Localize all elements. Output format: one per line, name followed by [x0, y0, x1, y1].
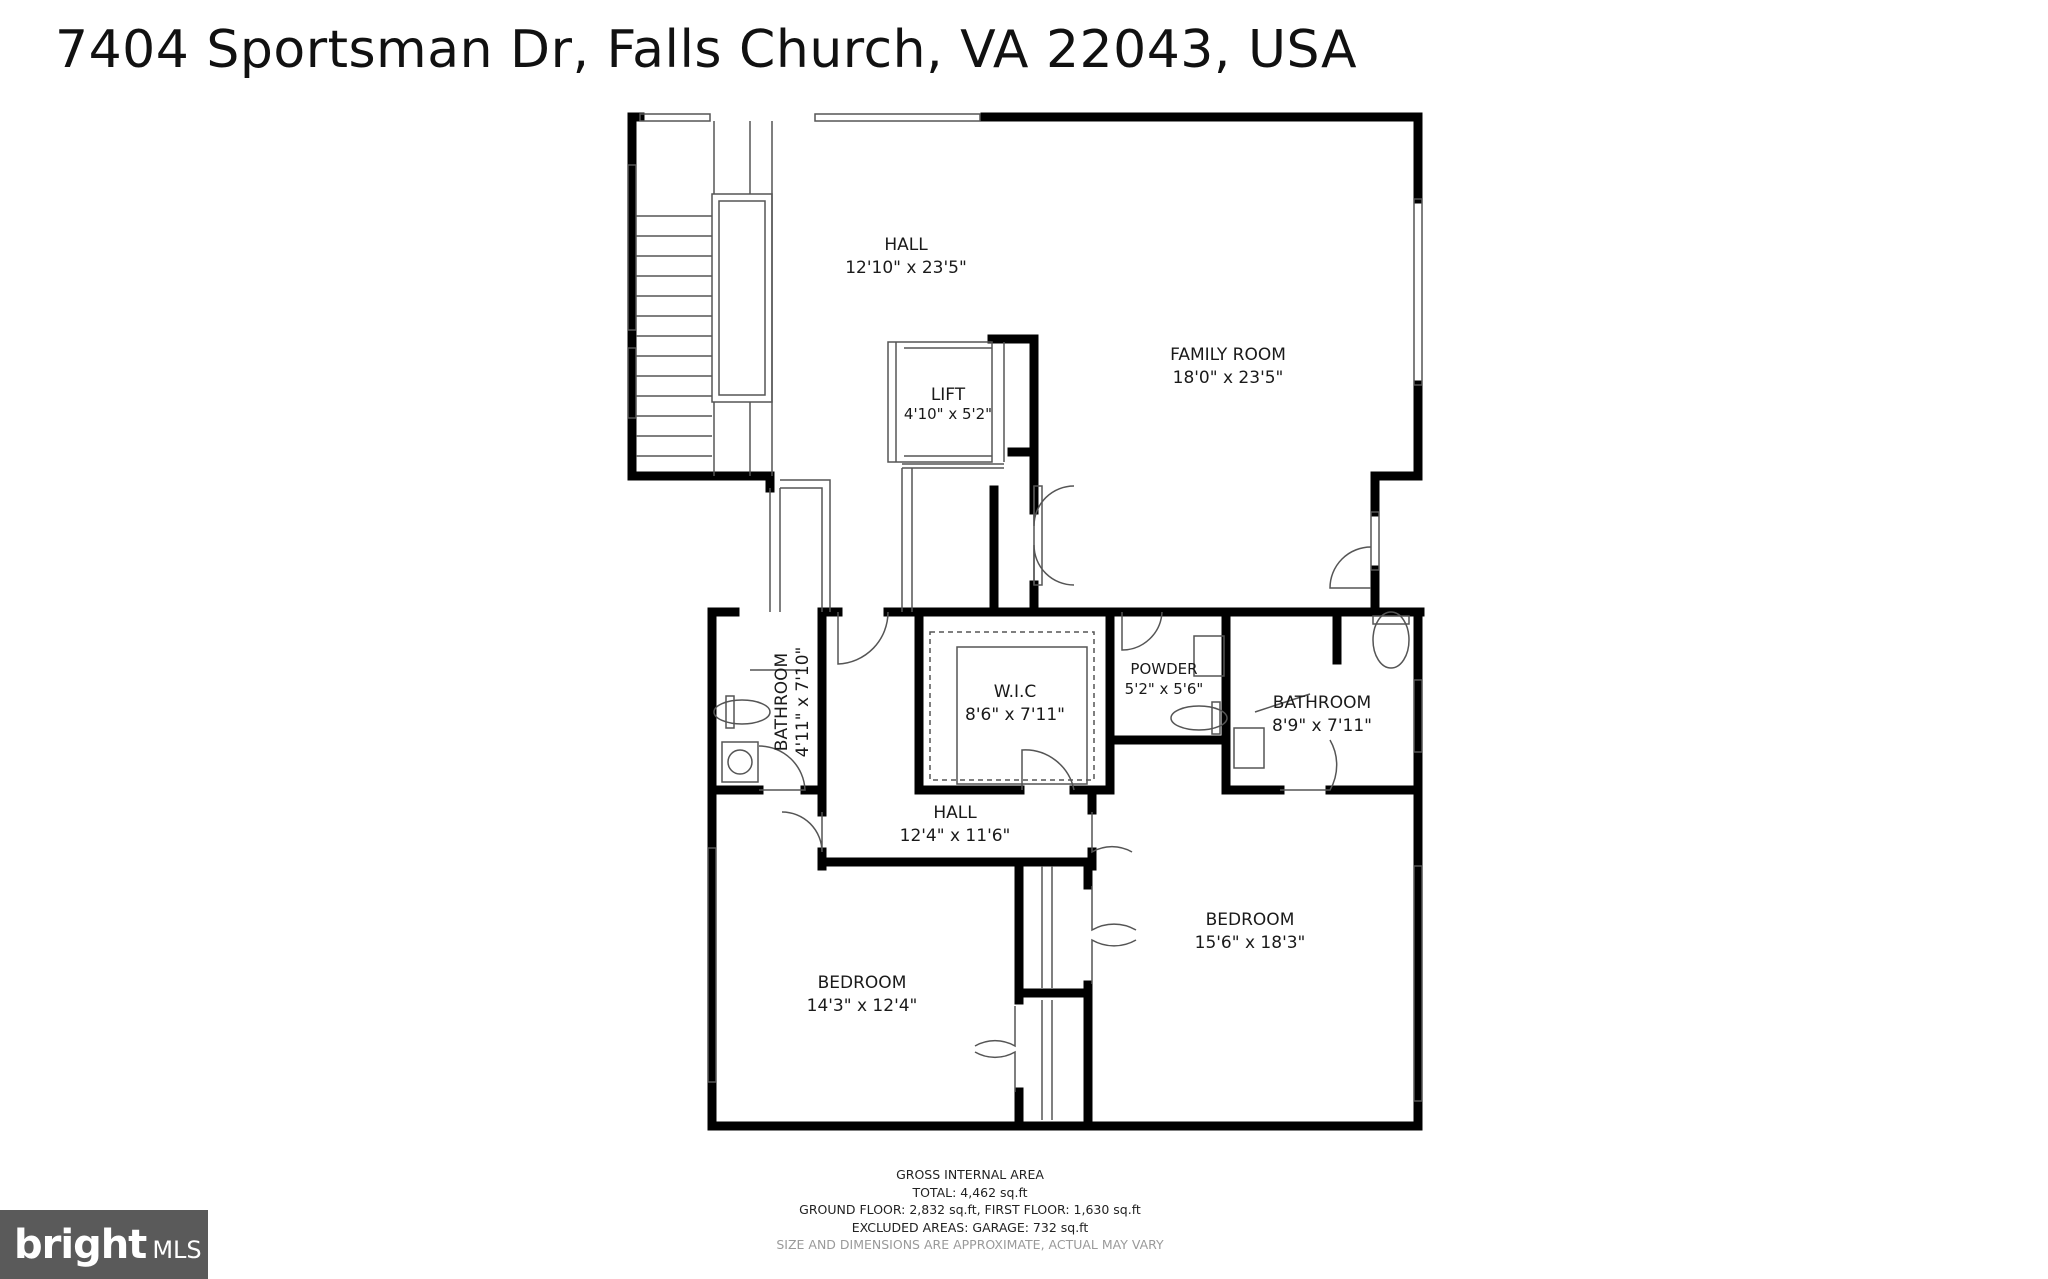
- toilet-powder: [1170, 705, 1228, 731]
- room-label: BATHROOM: [1273, 693, 1371, 713]
- door-bedroom-right: [1091, 812, 1133, 854]
- logo-suffix: MLS: [152, 1235, 202, 1264]
- wic-wall: [914, 607, 1025, 795]
- area-total: TOTAL: 4,462 sq.ft: [912, 1184, 1028, 1200]
- upper-left-wall: [627, 113, 775, 493]
- room-label: BEDROOM: [1206, 910, 1295, 930]
- door-family-right: [1329, 546, 1372, 589]
- window-stair-left-b: [627, 347, 637, 419]
- door-closet-right-a: [1091, 886, 1137, 932]
- passage-line-d: [780, 487, 823, 612]
- room-labels: HALL 12'10" x 23'5" FAMILY ROOM 18'0" x …: [772, 235, 1372, 1016]
- door-closet-upper-b: [1033, 544, 1075, 586]
- room-label: BEDROOM: [818, 973, 907, 993]
- stair-rail: [711, 193, 773, 403]
- lift-wall: [987, 334, 1039, 457]
- room-dims: 8'9" x 7'11": [1272, 716, 1372, 736]
- room-label: BATHROOM: [772, 653, 792, 751]
- walls: [627, 112, 1425, 1131]
- window-family-right: [1413, 198, 1423, 386]
- passage-line-c: [780, 479, 831, 612]
- room-label: W.I.C: [994, 682, 1037, 702]
- door-wic: [1021, 749, 1075, 791]
- thin-lines: [627, 113, 1423, 1120]
- room-dims: 12'4" x 11'6": [900, 826, 1011, 846]
- sink-left: [721, 741, 759, 783]
- window-bedroom-left: [707, 847, 717, 1083]
- stair-rail-inner: [718, 200, 766, 396]
- door-closet-left-b: [974, 1050, 1016, 1092]
- door-bedroom-left: [781, 811, 823, 853]
- toilet-left: [713, 699, 771, 725]
- window-top-center: [814, 113, 981, 122]
- room-dims: 18'0" x 23'5": [1173, 368, 1284, 388]
- door-right-bath: [1280, 739, 1338, 791]
- room-label: LIFT: [931, 385, 966, 405]
- door-powder: [1121, 611, 1163, 651]
- room-dims: 15'6" x 18'3": [1195, 933, 1306, 953]
- room-dims: 14'3" x 12'4": [807, 996, 918, 1016]
- door-left-bath: [758, 745, 806, 791]
- area-disclaimer: SIZE AND DIMENSIONS ARE APPROXIMATE, ACT…: [776, 1237, 1164, 1252]
- window-bedroom-right: [1413, 865, 1423, 1102]
- sink-left-bowl: [727, 749, 753, 775]
- door-closet-upper-a: [1033, 485, 1075, 527]
- bright-mls-logo: bright MLS: [0, 1210, 208, 1279]
- window-stair-left-a: [627, 164, 637, 331]
- wic-dashed: [929, 631, 1095, 781]
- door-left-hall: [837, 611, 889, 665]
- area-excluded: EXCLUDED AREAS: GARAGE: 732 sq.ft: [851, 1219, 1089, 1235]
- window-right-bath: [1413, 679, 1423, 753]
- sink-powder: [1193, 635, 1225, 677]
- door-closet-left-a: [974, 1006, 1016, 1048]
- room-dims: 12'10" x 23'5": [845, 258, 967, 278]
- room-dims: 4'10" x 5'2": [904, 405, 992, 423]
- room-dims: 4'11" x 7'10": [793, 647, 813, 758]
- area-floors: GROUND FLOOR: 2,832 sq.ft, FIRST FLOOR: …: [799, 1202, 1141, 1217]
- window-top-left: [639, 113, 711, 122]
- door-jamb-family: [1370, 511, 1380, 571]
- upper-right-wall-lower: [1370, 380, 1423, 517]
- door-jamb-upper: [1033, 485, 1043, 586]
- toilet-powder-tank: [1211, 701, 1221, 735]
- area-heading: GROSS INTERNAL AREA: [896, 1167, 1044, 1182]
- room-dims: 5'2" x 5'6": [1125, 680, 1204, 698]
- sink-right: [1233, 727, 1265, 769]
- room-label: POWDER: [1130, 660, 1197, 678]
- room-label: HALL: [933, 803, 977, 823]
- area-summary: GROSS INTERNAL AREA TOTAL: 4,462 sq.ft G…: [640, 1166, 1300, 1254]
- lift-box: [887, 341, 993, 463]
- door-closet-right-b: [1091, 938, 1137, 984]
- room-label: HALL: [884, 235, 928, 255]
- toilet-left-tank: [725, 695, 735, 729]
- property-address: 7404 Sportsman Dr, Falls Church, VA 2204…: [55, 20, 1358, 80]
- toilet-right: [1372, 611, 1410, 669]
- wic-wall-right: [1069, 607, 1115, 795]
- room-label: FAMILY ROOM: [1170, 345, 1286, 365]
- right-bath-wall: [1221, 695, 1285, 795]
- logo-brand: bright: [14, 1221, 147, 1268]
- toilet-right-tank: [1372, 615, 1410, 625]
- towel-bar: [1254, 693, 1311, 713]
- room-dims: 8'6" x 7'11": [965, 705, 1065, 725]
